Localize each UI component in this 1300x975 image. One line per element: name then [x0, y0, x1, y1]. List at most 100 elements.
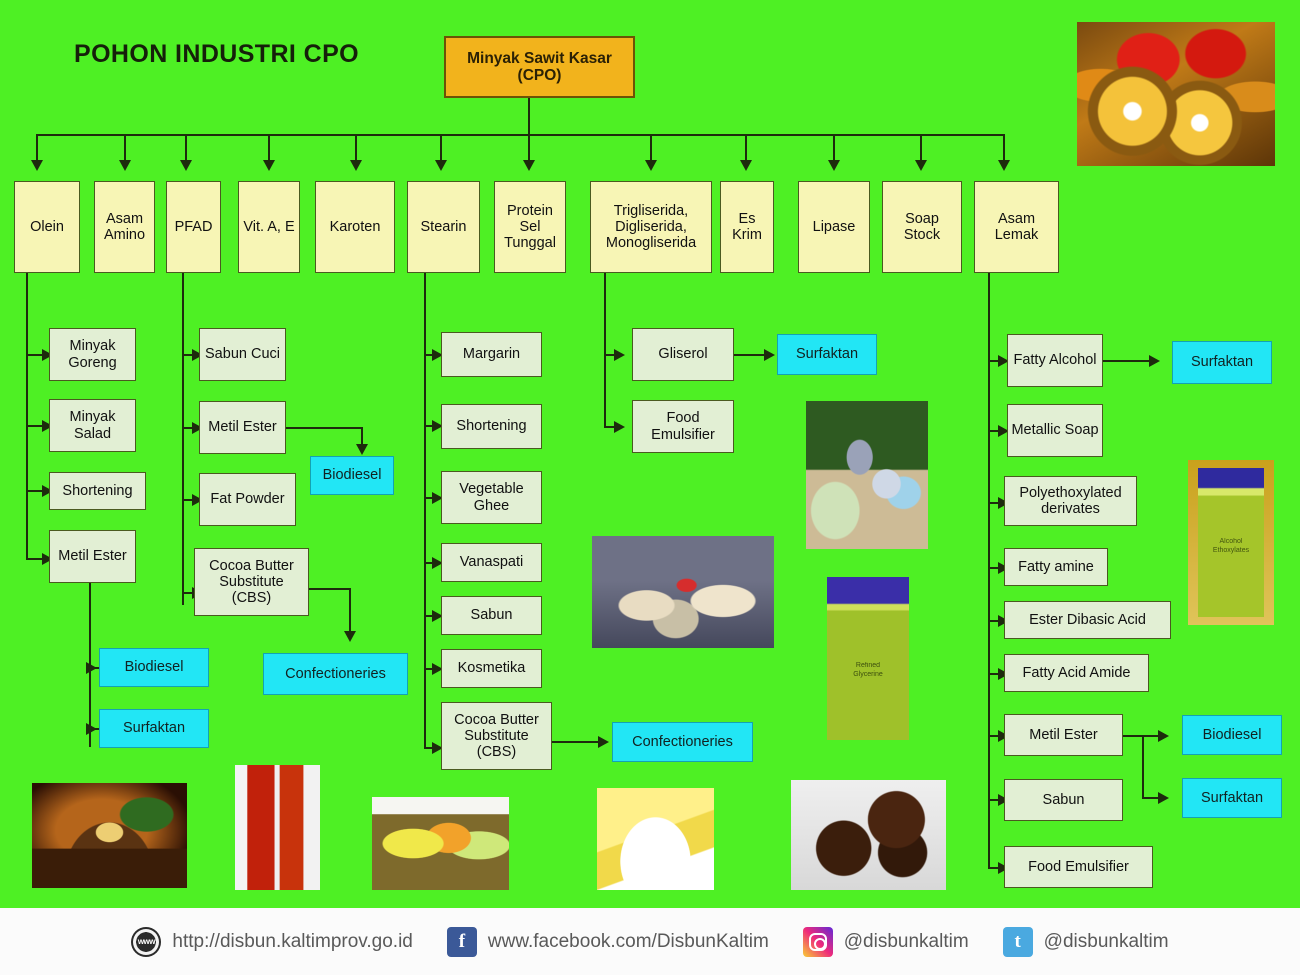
box-minyak-salad[interactable]: Minyak Salad	[49, 399, 136, 452]
box-olein-shortening[interactable]: Shortening	[49, 472, 146, 510]
footer-facebook[interactable]: f www.facebook.com/DisbunKaltim	[446, 926, 769, 957]
gliserol-arrow-surfaktan	[764, 349, 775, 361]
fatty-alcohol-arrow	[1149, 355, 1160, 367]
arrow-down-1	[31, 160, 43, 171]
box-pfad-cbs[interactable]: Cocoa Butter Substitute (CBS)	[194, 548, 309, 616]
stearin-cbs-link	[552, 741, 602, 743]
box-fatty-alcohol-surfaktan[interactable]: Surfaktan	[1172, 341, 1272, 384]
drop-line-2	[124, 134, 126, 162]
drop-line-7	[528, 134, 530, 162]
box-gliserol-surfaktan[interactable]: Surfaktan	[777, 334, 877, 375]
box-fat-powder[interactable]: Fat Powder	[199, 473, 296, 526]
box-olein-biodiesel[interactable]: Biodiesel	[99, 648, 209, 687]
al-arrow-6	[998, 668, 1009, 680]
al-link-4	[988, 567, 1002, 569]
arrow-down-6	[435, 160, 447, 171]
label-olein-surfaktan: Surfaktan	[122, 720, 186, 737]
olein-arrow-3	[42, 485, 53, 497]
arrow-down-12	[998, 160, 1010, 171]
arrow-down-8	[645, 160, 657, 171]
level1-label-stearin: Stearin	[420, 218, 467, 235]
box-food-emulsifier-gliserida[interactable]: Food Emulsifier	[632, 400, 734, 453]
box-minyak-goreng[interactable]: Minyak Goreng	[49, 328, 136, 381]
box-vegetable-ghee[interactable]: Vegetable Ghee	[441, 471, 542, 524]
footer-website[interactable]: www http://disbun.kaltimprov.go.id	[131, 926, 413, 957]
pfad-link-1	[182, 354, 196, 356]
level1-box-stearin[interactable]: Stearin	[407, 181, 480, 273]
box-fatty-alcohol[interactable]: Fatty Alcohol	[1007, 334, 1103, 387]
level1-box-lipase[interactable]: Lipase	[798, 181, 870, 273]
level1-box-olein[interactable]: Olein	[14, 181, 80, 273]
label-stearin-confectioneries: Confectioneries	[632, 733, 733, 750]
gliserida-link-2	[604, 426, 618, 428]
footer-instagram[interactable]: @disbunkaltim	[802, 926, 969, 957]
level1-box-vit-ae[interactable]: Vit. A, E	[238, 181, 300, 273]
refined-glycerine-photo: Refined Glycerine	[827, 577, 909, 740]
level1-box-asam-amino[interactable]: Asam Amino	[94, 181, 155, 273]
label-fatty-amine: Fatty amine	[1018, 558, 1094, 575]
olein-link-1	[26, 354, 46, 356]
stearin-arrow-6	[432, 663, 443, 675]
pfad-link-4	[182, 592, 196, 594]
box-stearin-cbs[interactable]: Cocoa Butter Substitute (CBS)	[441, 702, 552, 770]
box-kosmetika[interactable]: Kosmetika	[441, 649, 542, 688]
level1-label-olein: Olein	[30, 218, 64, 235]
box-al-surfaktan[interactable]: Surfaktan	[1182, 778, 1282, 818]
label-stearin-cbs: Cocoa Butter Substitute (CBS)	[454, 711, 539, 761]
olein-link-4	[26, 558, 46, 560]
box-stearin-sabun[interactable]: Sabun	[441, 596, 542, 635]
asamlemak-spine-line	[988, 273, 990, 868]
box-olein-surfaktan[interactable]: Surfaktan	[99, 709, 209, 748]
box-pfad-metil-ester[interactable]: Metil Ester	[199, 401, 286, 454]
box-olein-metil-ester[interactable]: Metil Ester	[49, 530, 136, 583]
stearin-spine-line	[424, 273, 426, 748]
pfad-link-2	[182, 427, 196, 429]
box-sabun-cuci[interactable]: Sabun Cuci	[199, 328, 286, 381]
al-arrow-3	[998, 497, 1009, 509]
glycerine-label-line1: Refined	[855, 661, 881, 669]
box-ester-dibasic-acid[interactable]: Ester Dibasic Acid	[1004, 601, 1171, 639]
box-fatty-amine[interactable]: Fatty amine	[1004, 548, 1108, 586]
box-gliserol[interactable]: Gliserol	[632, 328, 734, 381]
level1-label-asam-amino: Asam Amino	[103, 210, 146, 243]
instagram-icon	[802, 926, 833, 957]
box-metallic-soap[interactable]: Metallic Soap	[1007, 404, 1103, 457]
al-arrow-2	[998, 425, 1009, 437]
label-gliserol: Gliserol	[658, 346, 708, 363]
label-minyak-goreng: Minyak Goreng	[68, 338, 117, 371]
distribution-bus-line	[36, 134, 1004, 136]
box-al-food-emulsifier[interactable]: Food Emulsifier	[1004, 846, 1153, 888]
box-al-biodiesel[interactable]: Biodiesel	[1182, 715, 1282, 755]
level1-box-soap-stock[interactable]: Soap Stock	[882, 181, 962, 273]
level1-box-gliserida[interactable]: Trigliserida, Digliserida, Monogliserida	[590, 181, 712, 273]
box-polyethoxylated-derivates[interactable]: Polyethoxylated derivates	[1004, 476, 1137, 526]
palm-fruit-photo	[1077, 22, 1275, 166]
cosmetics-photo	[592, 536, 774, 648]
pfad-cbs-arrow	[344, 631, 356, 642]
box-stearin-confectioneries[interactable]: Confectioneries	[612, 722, 753, 762]
label-al-food-emulsifier: Food Emulsifier	[1028, 858, 1129, 875]
box-al-sabun[interactable]: Sabun	[1004, 779, 1123, 821]
level1-box-asam-lemak[interactable]: Asam Lemak	[974, 181, 1059, 273]
box-vanaspati[interactable]: Vanaspati	[441, 543, 542, 582]
footer-website-text: http://disbun.kaltimprov.go.id	[172, 930, 413, 952]
footer-twitter[interactable]: t @disbunkaltim	[1002, 926, 1169, 957]
level1-box-pfad[interactable]: PFAD	[166, 181, 221, 273]
box-pfad-biodiesel[interactable]: Biodiesel	[310, 456, 394, 495]
box-pfad-confectioneries[interactable]: Confectioneries	[263, 653, 408, 695]
drop-line-9	[745, 134, 747, 162]
al-link-8	[988, 799, 1002, 801]
al-me-link-v	[1142, 735, 1144, 798]
level1-box-karoten[interactable]: Karoten	[315, 181, 395, 273]
toiletries-photo	[806, 401, 928, 549]
root-box-cpo[interactable]: Minyak Sawit Kasar (CPO)	[444, 36, 635, 98]
box-margarin[interactable]: Margarin	[441, 332, 542, 377]
www-icon: www	[131, 926, 162, 957]
pfad-me-arrow-biodiesel	[356, 444, 368, 455]
label-al-metil-ester: Metil Ester	[1029, 726, 1098, 743]
box-fatty-acid-amide[interactable]: Fatty Acid Amide	[1004, 654, 1149, 692]
level1-box-es-krim[interactable]: Es Krim	[720, 181, 774, 273]
level1-box-protein-sel-tunggal[interactable]: Protein Sel Tunggal	[494, 181, 566, 273]
box-stearin-shortening[interactable]: Shortening	[441, 404, 542, 449]
box-al-metil-ester[interactable]: Metil Ester	[1004, 714, 1123, 756]
